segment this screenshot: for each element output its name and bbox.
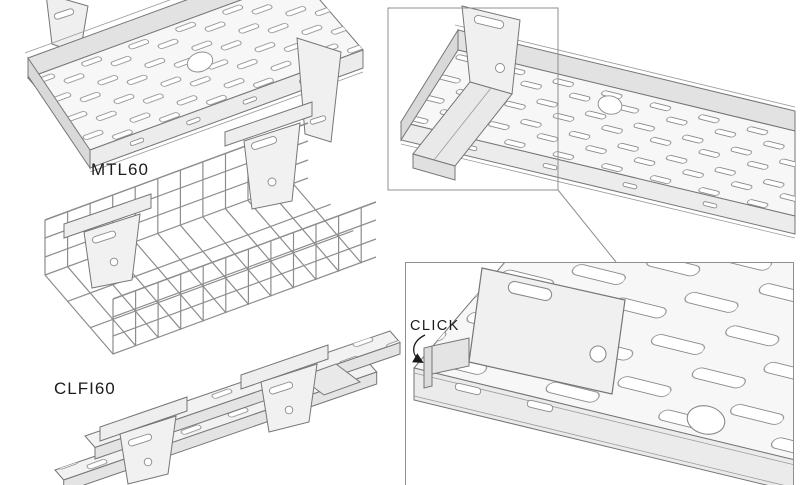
clfi60-click-bracket [63,193,152,289]
detail-leader-line [557,189,617,263]
detail-view-frame [405,262,794,485]
strut-click-bracket [240,344,329,433]
click-annotation: CLICK [410,318,460,334]
mtl60-tray-drawing [24,0,364,173]
clfi60-tray-drawing [44,101,377,355]
tray-click-bracket [412,5,521,181]
detail-callout-frame [387,7,559,191]
rotate-arrow-icon [412,334,426,363]
partial-strut-tray-drawing [54,330,401,485]
detail-click-bracket [423,267,626,395]
clfi60-label: CLFI60 [54,379,116,398]
strut-click-bracket [99,396,188,485]
detail-source-tray-drawing [400,5,796,239]
clfi60-click-bracket [224,101,313,210]
mtl60-label: MTL60 [91,160,149,179]
click-detail-drawing: CLICK [410,263,793,485]
